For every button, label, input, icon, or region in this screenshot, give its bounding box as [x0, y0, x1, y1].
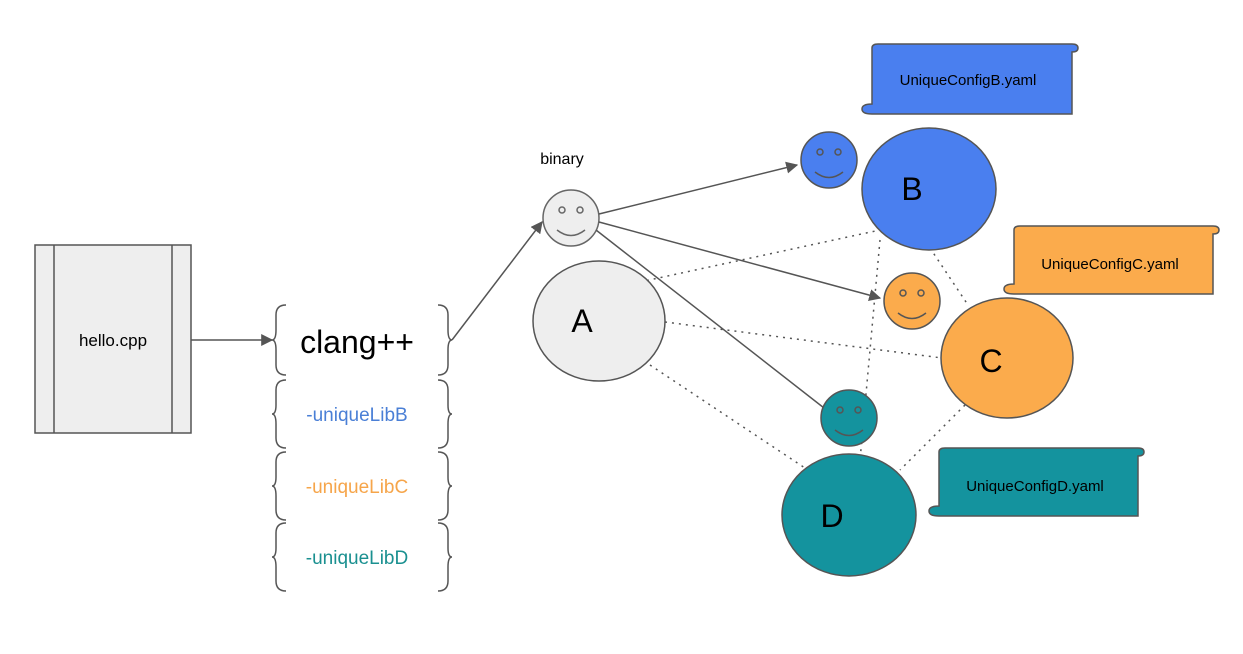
brace-left-clang — [271, 304, 287, 376]
config-d-label: UniqueConfigD.yaml — [966, 478, 1104, 495]
arrow-binary-to-d — [595, 229, 834, 416]
flag-unique-lib-b: -uniqueLibB — [306, 405, 407, 426]
flag-unique-lib-c: -uniqueLibC — [306, 477, 408, 498]
brace-left-libb — [271, 379, 287, 449]
config-b-scroll: UniqueConfigB.yaml — [861, 43, 1079, 115]
config-d-scroll: UniqueConfigD.yaml — [928, 447, 1145, 517]
node-b: B — [861, 127, 997, 251]
dotted-line-c-d — [899, 404, 966, 471]
instance-d-smiley-icon — [820, 389, 878, 447]
brace-right-libb — [437, 379, 453, 449]
brace-right-libc — [437, 451, 453, 521]
dotted-line-b-d — [859, 239, 881, 461]
compiler-label: clang++ — [300, 324, 414, 360]
dotted-line-a-b — [639, 229, 881, 283]
node-a: A — [532, 260, 666, 382]
arrow-binary-to-c — [598, 221, 882, 301]
dotted-line-a-c — [664, 321, 943, 359]
node-d-label: D — [820, 498, 843, 534]
source-file-label: hello.cpp — [79, 331, 147, 350]
brace-right-libd — [437, 522, 453, 592]
brace-right-clang — [437, 304, 453, 376]
dotted-connections — [639, 229, 969, 471]
arrow-compiler-to-binary — [451, 221, 543, 341]
node-b-label: B — [901, 171, 922, 207]
dotted-line-b-c — [929, 247, 969, 306]
node-c-label: C — [979, 343, 1002, 379]
brace-left-libd — [271, 522, 287, 592]
binary-smiley-icon — [542, 189, 600, 247]
binary-label: binary — [540, 151, 584, 168]
node-a-label: A — [571, 303, 593, 339]
config-c-label: UniqueConfigC.yaml — [1041, 256, 1179, 273]
arrow-binary-to-b — [598, 161, 799, 215]
source-file-box: hello.cpp — [34, 244, 192, 434]
brace-left-libc — [271, 451, 287, 521]
instance-c-smiley-icon — [883, 272, 941, 330]
node-d: D — [781, 453, 917, 577]
config-c-scroll: UniqueConfigC.yaml — [1003, 225, 1220, 295]
flag-unique-lib-d: -uniqueLibD — [306, 548, 408, 569]
instance-b-smiley-icon — [800, 131, 858, 189]
node-c: C — [940, 297, 1074, 419]
config-b-label: UniqueConfigB.yaml — [900, 72, 1037, 89]
dotted-line-a-d — [649, 364, 806, 469]
